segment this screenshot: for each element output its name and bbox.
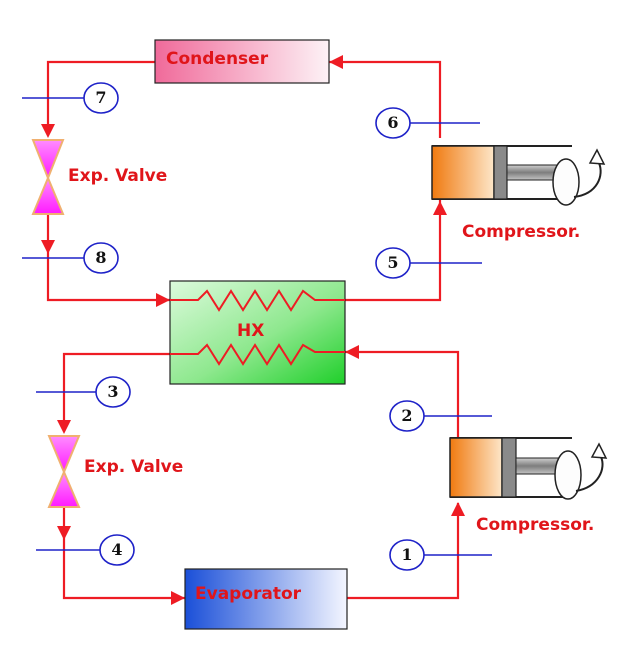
state-circle-4: [99, 534, 135, 566]
exp-valve-low: [47, 435, 81, 508]
arrow-into-compressor-low: [451, 502, 465, 516]
state-leader-lines: [22, 97, 492, 556]
state-number-8: 8: [95, 248, 107, 267]
flow-hx-to-valve-low: [62, 352, 170, 423]
evaporator-box: [184, 568, 348, 630]
state-number-3: 3: [107, 382, 119, 401]
arrow-into-hx-high: [156, 293, 170, 307]
exp-valve-high: [31, 139, 65, 215]
state-number-4: 4: [111, 540, 123, 559]
state-circles: [83, 82, 425, 571]
arrow-into-valve-high: [41, 124, 55, 138]
arrow-into-condenser: [329, 55, 343, 69]
arrow-into-evaporator: [171, 591, 185, 605]
exp-valve-low-label: Exp. Valve: [84, 457, 184, 477]
flow-compressor5-to-condenser: [329, 60, 442, 138]
condenser-label: Condenser: [166, 49, 269, 69]
state-number-2: 2: [401, 406, 413, 425]
state-number-7: 7: [95, 88, 107, 107]
state-circle-1: [389, 539, 425, 571]
state-number-5: 5: [387, 253, 399, 272]
state-number-1: 1: [401, 545, 413, 564]
flow-arrows: [41, 55, 465, 605]
arrow-into-hx-low: [345, 345, 359, 359]
condenser-box: [154, 39, 330, 84]
flow-hx-to-compressor5: [345, 200, 442, 302]
state-circle-7: [83, 82, 119, 114]
state-circle-2: [389, 400, 425, 432]
hx-label: HX: [237, 321, 265, 341]
arrow-down-after-valve-high: [41, 240, 55, 254]
compressor-high-label: Compressor.: [462, 222, 581, 242]
state-circle-5: [375, 247, 411, 279]
compressor-low-label: Compressor.: [476, 515, 595, 535]
hx-coil-upper: [170, 289, 345, 312]
state-number-6: 6: [387, 113, 399, 132]
state-circle-6: [375, 107, 411, 139]
arrow-into-compressor-high: [433, 201, 447, 215]
flow-evaporator-to-compressor1: [347, 503, 460, 600]
evaporator-label: Evaporator: [195, 584, 302, 604]
exp-valve-high-label: Exp. Valve: [68, 166, 168, 186]
state-circle-8: [83, 242, 119, 274]
hx-coil-lower: [170, 343, 345, 366]
arrow-into-valve-low: [57, 420, 71, 434]
state-circle-3: [95, 376, 131, 408]
compressor-high: [431, 145, 606, 206]
flow-condenser-to-valve: [46, 60, 155, 127]
flow-compressor1-to-hx: [345, 350, 460, 437]
arrow-down-after-valve-low: [57, 526, 71, 540]
compressor-low: [449, 437, 608, 500]
